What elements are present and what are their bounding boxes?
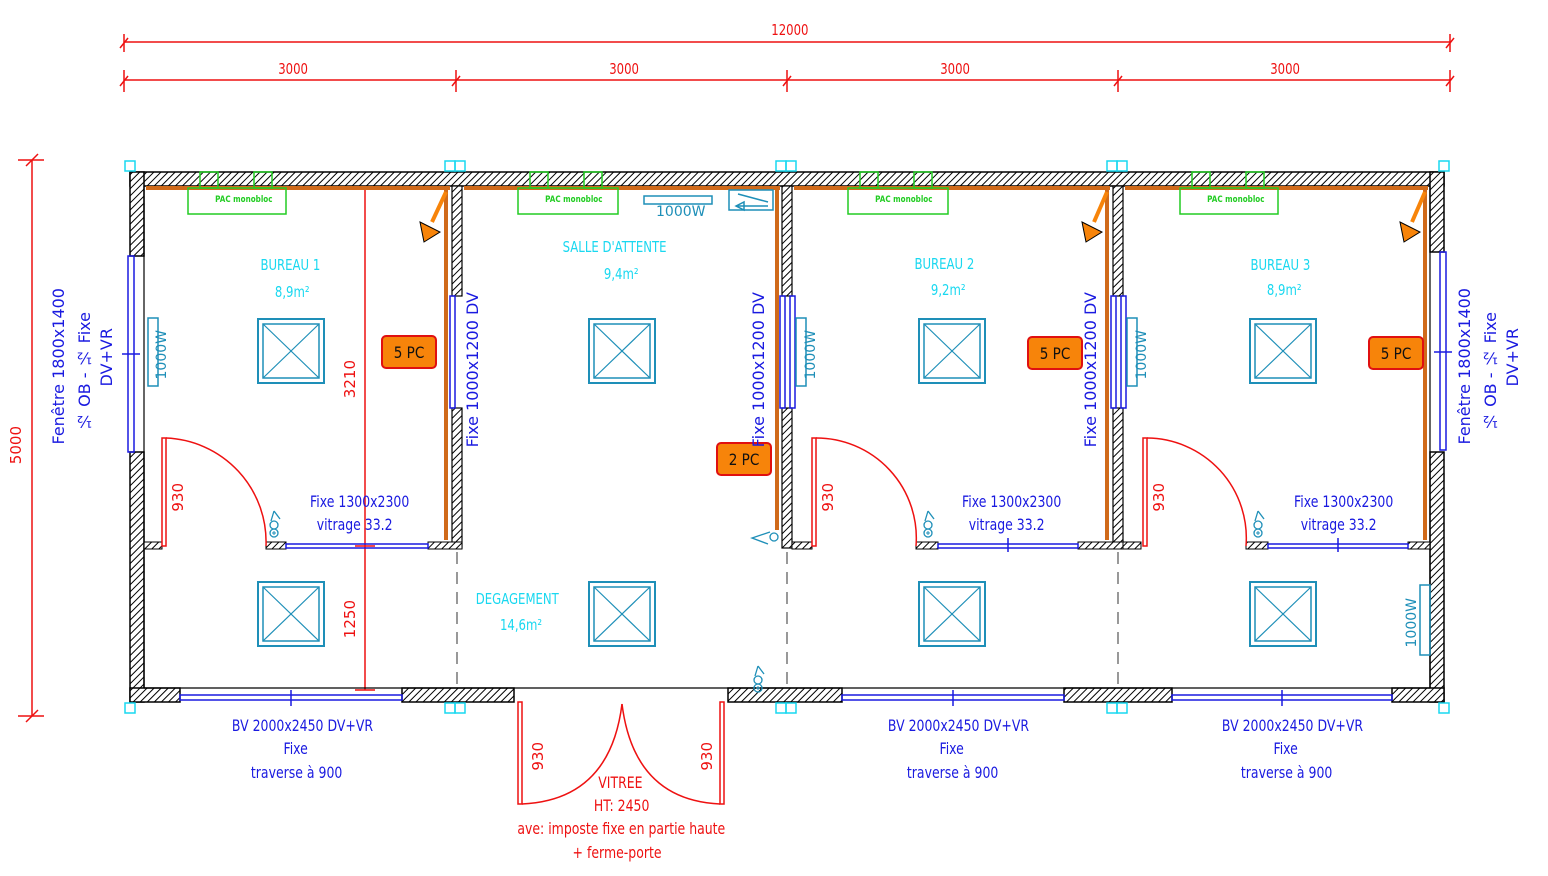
interior-window-1: Fixe 1000x1200 DV [463, 292, 482, 448]
pac-units [187, 171, 1279, 215]
partition-2-line2: vitrage 33.2 [968, 515, 1045, 534]
side-window-left-line1: Fenêtre 1800x1400 [49, 288, 68, 445]
side-window-left-line2: ½ OB - ½ Fixe [75, 312, 94, 431]
pac-label-2: PAC monobloc [545, 195, 603, 205]
dim-module-3: 3000 [940, 60, 970, 78]
pc-badge-bureau-2: 5 PC [1027, 336, 1083, 370]
entrance-door-line4: + ferme-porte [572, 843, 662, 862]
partition-3-line2: vitrage 33.2 [1300, 515, 1377, 534]
dim-module-2: 3000 [609, 60, 639, 78]
room-degagement-name: DEGAGEMENT [475, 590, 559, 608]
heater-label-bureau-1: 1000W [154, 330, 170, 380]
corridor-boundaries [456, 552, 1119, 688]
room-bureau-2-area: 9,2m² [930, 281, 966, 299]
entrance-door-line1: VITREE [598, 773, 643, 792]
doors [161, 437, 1248, 805]
partition-2-line1: Fixe 1300x2300 [962, 492, 1062, 511]
bay-1-line3: traverse à 900 [250, 763, 343, 782]
bay-2-line3: traverse à 900 [906, 763, 999, 782]
pc-badge-salle-attente: 2 PC [716, 442, 772, 476]
interior-window-2: Fixe 1000x1200 DV [749, 292, 768, 448]
dim-door-2: 930 [819, 483, 837, 512]
bay-2-line2: Fixe [939, 739, 964, 758]
room-bureau-2-name: BUREAU 2 [914, 255, 975, 273]
heaters [147, 195, 1431, 656]
electrical-panel-icon [728, 189, 774, 212]
dim-overall-depth: 5000 [7, 426, 25, 465]
heater-label-salle: 1000W [656, 204, 706, 220]
heater-label-bureau-3: 1000W [1134, 330, 1150, 380]
bay-1-line2: Fixe [283, 739, 308, 758]
dim-corridor-depth: 1250 [341, 600, 359, 639]
heater-label-corridor: 1000W [1404, 598, 1420, 648]
dim-overall-width: 12000 [771, 21, 809, 39]
side-window-left-line3: DV+VR [97, 328, 116, 387]
dim-entrance-right: 930 [698, 742, 716, 771]
partition-3-line1: Fixe 1300x2300 [1294, 492, 1394, 511]
bay-3-line2: Fixe [1273, 739, 1298, 758]
room-salle-attente-area: 9,4m² [603, 265, 639, 283]
dim-door-3: 930 [1150, 483, 1168, 512]
partition-1-line2: vitrage 33.2 [316, 515, 393, 534]
corner-fixtures [419, 191, 1427, 243]
dim-entrance-left: 930 [529, 742, 547, 771]
dim-door-1: 930 [169, 483, 187, 512]
entrance-door-line2: HT: 2450 [593, 796, 650, 815]
dim-module-4: 3000 [1270, 60, 1300, 78]
bay-3-line3: traverse à 900 [1240, 763, 1333, 782]
partition-1-line1: Fixe 1300x2300 [310, 492, 410, 511]
bay-3-line1: BV 2000x2450 DV+VR [1221, 716, 1364, 735]
bay-1-line1: BV 2000x2450 DV+VR [231, 716, 374, 735]
dimension-lines [18, 34, 1455, 723]
pac-label-4: PAC monobloc [1207, 195, 1265, 205]
bay-2-line1: BV 2000x2450 DV+VR [887, 716, 1030, 735]
interior-partitions [143, 185, 1431, 550]
interior-window-3: Fixe 1000x1200 DV [1081, 292, 1100, 448]
pac-label-3: PAC monobloc [875, 195, 933, 205]
pc-badge-bureau-1: 5 PC [381, 335, 437, 369]
dim-office-depth: 3210 [341, 360, 359, 399]
room-bureau-1-name: BUREAU 1 [260, 256, 321, 274]
side-window-right-line3: DV+VR [1503, 328, 1522, 387]
pc-badge-bureau-3: 5 PC [1368, 336, 1424, 370]
room-degagement-area: 14,6m² [499, 616, 543, 634]
pac-label-1: PAC monobloc [215, 195, 273, 205]
switches [269, 510, 1265, 693]
room-bureau-3-area: 8,9m² [1266, 281, 1302, 299]
heater-label-bureau-2: 1000W [803, 330, 819, 380]
side-window-right-line2: ½ OB - ½ Fixe [1481, 312, 1500, 431]
room-salle-attente-name: SALLE D'ATTENTE [562, 238, 667, 256]
room-bureau-1-area: 8,9m² [274, 283, 310, 301]
dim-module-1: 3000 [278, 60, 308, 78]
entrance-door-line3: ave: imposte fixe en partie haute [517, 819, 726, 838]
room-bureau-3-name: BUREAU 3 [1250, 256, 1311, 274]
windows [122, 251, 1452, 706]
side-window-right-line1: Fenêtre 1800x1400 [1455, 288, 1474, 445]
